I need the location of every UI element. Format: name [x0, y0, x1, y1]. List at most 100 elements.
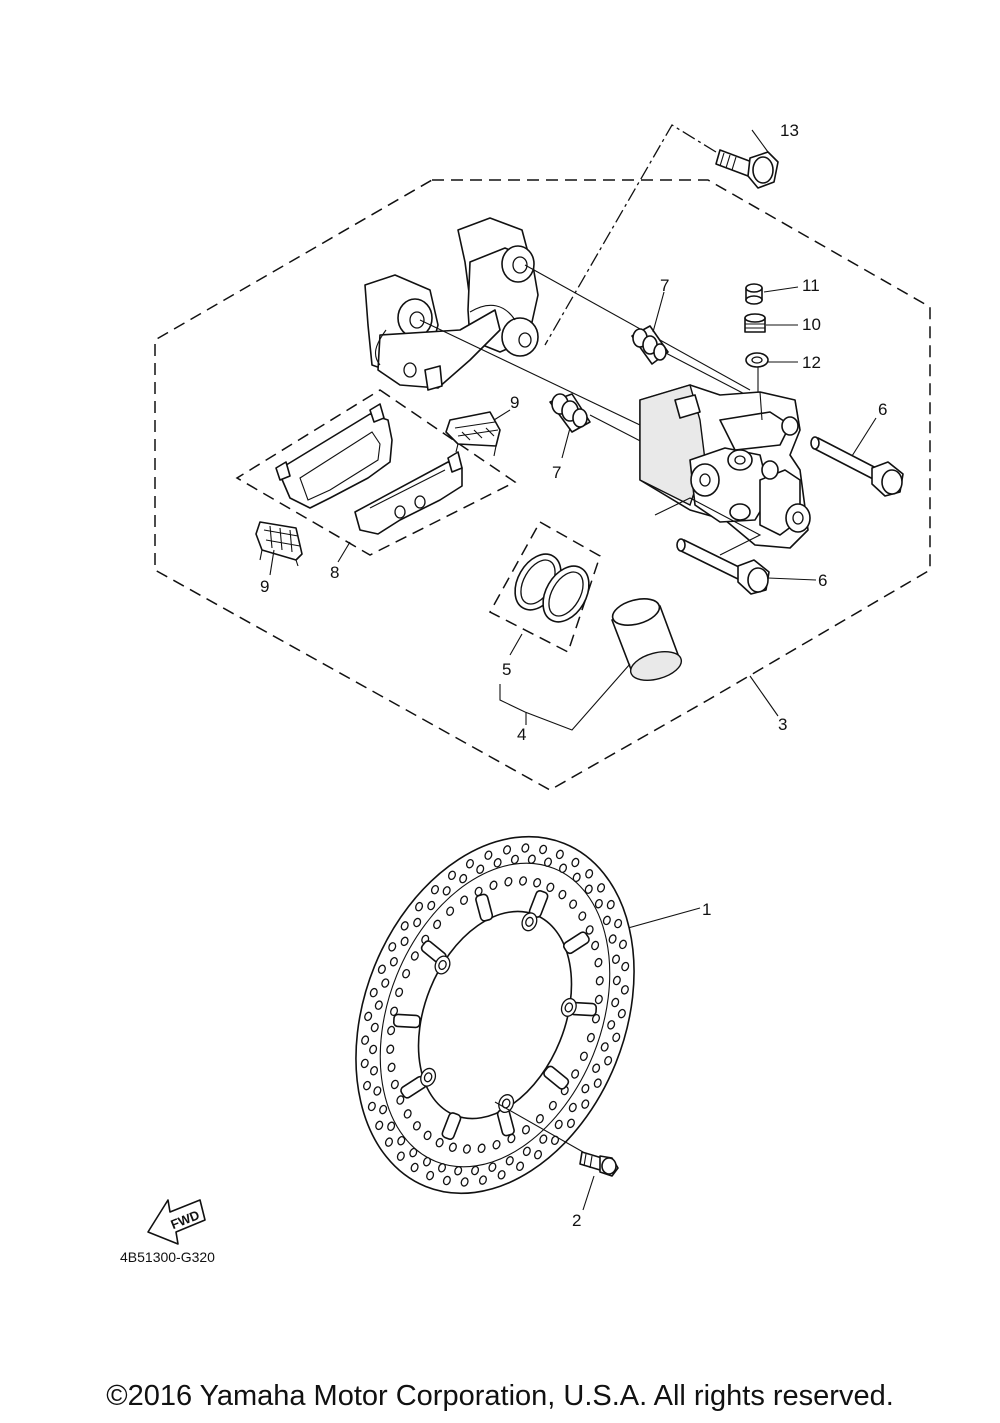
part-9-pad-spring-upper [445, 411, 501, 457]
disc-hole [361, 1035, 370, 1045]
disc-hole [539, 1134, 548, 1144]
part-12-washer [745, 352, 769, 368]
disc-hole [478, 1175, 487, 1185]
disc-hole [591, 1013, 600, 1024]
part-8-pad-set-outline [235, 389, 517, 556]
disc-slot [441, 1112, 462, 1140]
disc-hole [572, 872, 581, 883]
part-6-pin-upper [810, 436, 904, 497]
disc-hole [377, 964, 386, 975]
disc-hole [459, 873, 468, 884]
disc-hole [476, 864, 485, 874]
disc-bolt-hole [564, 1002, 574, 1013]
part-1-brake-disc [355, 835, 635, 1195]
disc-hole [402, 968, 411, 979]
disc-hole [438, 1163, 447, 1173]
disc-hole [415, 901, 424, 912]
callout-10: 10 [802, 315, 821, 334]
disc-hole [396, 1095, 405, 1105]
disc-hole [507, 1133, 516, 1144]
drawing-code: 4B51300-G320 [120, 1249, 215, 1265]
disc-hole [413, 917, 422, 928]
part-5-piston-seals [514, 553, 590, 623]
disc-hole [484, 850, 493, 860]
part-8-brake-pad-lower [354, 451, 463, 535]
disc-hole [390, 1006, 399, 1017]
disc-hole [579, 1051, 588, 1062]
disc-hole [388, 942, 397, 952]
disc-hole [594, 994, 603, 1005]
disc-hole [454, 1166, 463, 1176]
disc-hole [395, 987, 404, 998]
disc-hole [611, 954, 620, 964]
disc-hole [471, 1165, 480, 1176]
disc-hole [387, 1025, 396, 1036]
disc-hole [612, 1032, 621, 1043]
disc-hole [474, 886, 483, 897]
disc-hole [381, 978, 390, 988]
disc-hole [387, 1121, 396, 1132]
disc-bolt-hole [438, 959, 447, 971]
disc-hole [602, 915, 611, 926]
disc-hole [597, 883, 606, 893]
part-2-disc-bolt [494, 1101, 619, 1177]
fwd-arrow-icon: FWD [147, 1199, 206, 1245]
disc-hole [410, 951, 419, 961]
part-7-boot-lower [549, 393, 591, 433]
disc-hole [409, 1147, 418, 1158]
disc-hole [389, 957, 398, 967]
disc-hole [488, 1162, 497, 1172]
disc-hole [617, 1008, 626, 1019]
disc-hole [369, 1044, 378, 1055]
disc-hole [539, 844, 548, 855]
disc-hole [620, 985, 629, 995]
disc-hole [571, 857, 580, 868]
disc-hole [465, 858, 474, 869]
disc-hole [412, 1121, 421, 1131]
disc-hole [543, 857, 552, 867]
disc-hole [435, 1137, 444, 1148]
callout-5: 5 [502, 660, 511, 679]
part-9-pad-spring-lower [255, 521, 303, 567]
disc-hole [558, 889, 567, 900]
disc-slot [562, 931, 590, 955]
callout-4: 4 [517, 725, 526, 744]
disc-hole [448, 1142, 457, 1152]
disc-hole [384, 1137, 393, 1147]
disc-hole [379, 1104, 388, 1115]
disc-hole [386, 1044, 395, 1054]
disc-hole [370, 1022, 379, 1033]
disc-hole [618, 939, 627, 950]
disc-hole [585, 925, 594, 935]
disc-hole [522, 1146, 531, 1157]
callout-2: 2 [572, 1211, 581, 1230]
disc-hole [521, 1125, 530, 1135]
disc-hole [497, 1170, 506, 1180]
disc-hole [427, 900, 436, 911]
caliper-bracket [364, 217, 539, 391]
disc-hole [423, 1130, 432, 1141]
disc-hole [375, 1120, 384, 1131]
disc-hole [554, 1119, 563, 1130]
callout-1: 1 [702, 900, 711, 919]
brake-caliper-exploded-diagram: FWD 13 11 10 12 7 7 6 6 9 9 8 5 4 3 1 2 … [120, 121, 931, 1265]
disc-hole [390, 1079, 399, 1090]
disc-hole [595, 976, 604, 986]
disc-hole [504, 876, 513, 887]
disc-hole [373, 1086, 382, 1096]
part-8-brake-pad-upper [275, 403, 393, 509]
disc-hole [422, 1156, 431, 1167]
disc-hole [396, 1151, 405, 1161]
disc-hole [403, 1109, 412, 1119]
disc-hole [489, 880, 498, 891]
disc-bolt-hole [525, 916, 534, 927]
disc-hole [460, 895, 469, 905]
disc-hole [505, 1156, 514, 1166]
disc-hole [568, 1102, 577, 1113]
disc-hole [566, 1118, 575, 1129]
callout-11: 11 [802, 276, 820, 295]
disc-hole [363, 1080, 372, 1091]
disc-hole [519, 876, 528, 886]
disc-hole [611, 997, 620, 1008]
disc-hole [533, 878, 542, 888]
